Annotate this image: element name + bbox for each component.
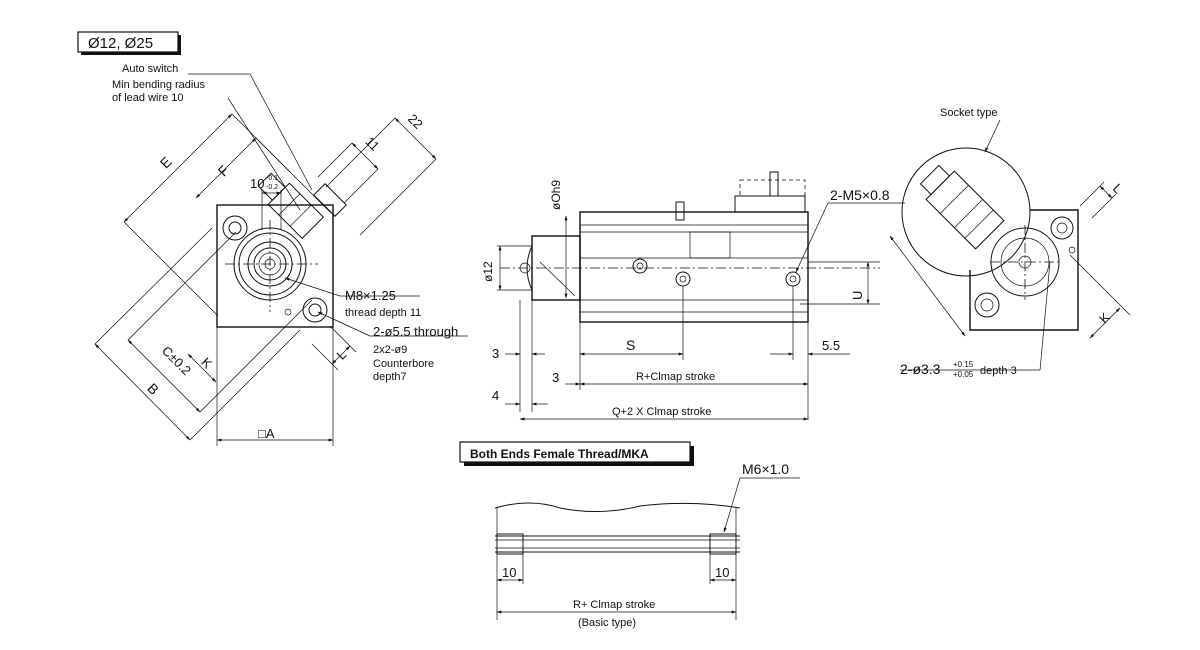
mka-break-line [494, 502, 741, 513]
dim-b: B [144, 380, 162, 398]
thread-depth: thread depth 11 [345, 307, 421, 319]
mka-left-thread [496, 533, 524, 555]
dia-oh9: øOh9 [549, 180, 563, 210]
dim-e: E [157, 153, 175, 171]
mka-thread: M6×1.0 [742, 461, 789, 477]
size-tag: Ø12, Ø25 [77, 31, 181, 55]
dim-3b: 3 [552, 370, 559, 385]
socket-type-label: Socket type [940, 107, 997, 119]
port-3 [785, 271, 801, 287]
switch-rail [734, 195, 806, 213]
through-hole-callout: 2-ø5.5 through [373, 324, 458, 339]
port-callout: 2-M5×0.8 [830, 187, 890, 203]
bending-leader [227, 97, 301, 211]
right-dim-l: L [1110, 181, 1126, 197]
auto-switch-leader [188, 73, 313, 191]
thread-callout: M8×1.25 [345, 288, 396, 303]
dim-3a: 3 [492, 346, 499, 361]
mount-hole-bottom-right [302, 297, 328, 323]
dim-5-5: 5.5 [822, 338, 840, 353]
mount-hole-top-left [222, 215, 248, 241]
small-hole [284, 308, 292, 316]
right-hole-depth: depth 3 [980, 365, 1017, 377]
dim-a: □A [258, 426, 275, 441]
mka-right-thread [709, 533, 737, 555]
body-square [216, 204, 334, 328]
port-1 [632, 258, 648, 274]
dim-k: K [198, 355, 215, 372]
dim-4: 4 [492, 388, 499, 403]
counterbore-line3: depth7 [373, 371, 407, 383]
dim-s: S [626, 337, 635, 353]
dim-c: C±0.2 [159, 343, 194, 378]
tol-lower: -0.2 [266, 184, 278, 191]
dim-10: 10 [250, 176, 264, 191]
counterbore-line2: Counterbore [373, 358, 434, 370]
dim-e-line [123, 113, 233, 223]
mka-section: Both Ends Female Thread/MKA 10 10 M6×1.0… [459, 441, 800, 629]
right-body [969, 209, 1079, 331]
cylinder-body [579, 211, 809, 323]
mka-basic: (Basic type) [578, 617, 636, 629]
mka-dim-right: 10 [715, 565, 729, 580]
right-hole-tol-lower: +0.05 [953, 370, 974, 379]
dim-22: 22 [405, 111, 426, 132]
right-view: Socket type L K [889, 107, 1131, 379]
socket-circle [901, 147, 1031, 277]
r-stroke: R+Clmap stroke [636, 371, 715, 383]
right-hole-callout-prefix: 2-ø3.3 [900, 361, 941, 377]
side-view: øOh9 ø12 2-M5×0.8 U 3 S 5.5 [481, 171, 905, 421]
mka-title: Both Ends Female Thread/MKA [470, 447, 649, 461]
right-hole-top [1050, 216, 1074, 240]
front-view: Auto switch Min bending radius of lead w… [94, 63, 468, 446]
tol-upper: -0.1 [266, 175, 278, 182]
bending-radius-line2: of lead wire 10 [112, 92, 184, 104]
counterbore-line1: 2x2-ø9 [373, 344, 407, 356]
socket-switch [919, 164, 1005, 250]
mka-dim-left: 10 [502, 565, 516, 580]
right-hole-bottom [974, 292, 1000, 318]
size-tag-label: Ø12, Ø25 [88, 35, 153, 52]
auto-switch-label: Auto switch [122, 63, 178, 75]
q-stroke: Q+2 X Clmap stroke [612, 406, 711, 418]
dim-11: 11 [362, 134, 382, 154]
dim-c-line [127, 339, 201, 413]
dia-12: ø12 [481, 261, 495, 282]
bending-radius-line1: Min bending radius [112, 79, 205, 91]
dim-f-line [195, 137, 257, 199]
dim-u: U [850, 291, 865, 300]
right-hole-tol-upper: +0.15 [953, 360, 974, 369]
port-2 [675, 271, 691, 287]
mka-stroke: R+ Clmap stroke [573, 599, 655, 611]
